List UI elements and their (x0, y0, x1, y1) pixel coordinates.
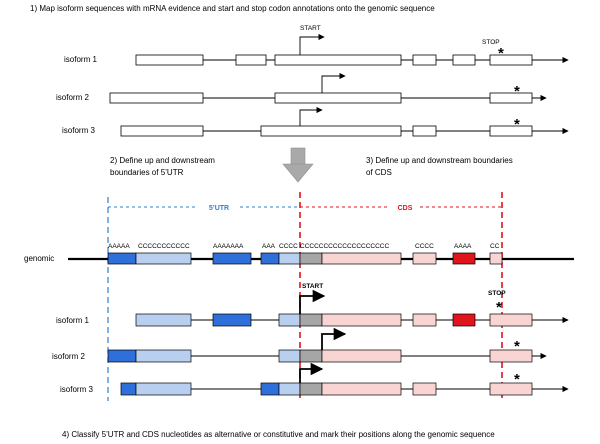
bottom-isoform-2-exon-2a (278, 349, 301, 363)
step-1-text: 1) Map isoform sequences with mRNA evide… (30, 4, 435, 13)
top-isoform-1-exon-6 (489, 54, 533, 66)
top-isoform-3-start-arrow (299, 106, 323, 126)
bottom-isoform-3-exon-1b (135, 382, 192, 396)
bottom-isoform-3-exon-2a (260, 382, 280, 396)
bottom-isoforms: START STOP isoform 1 * isoform 2 * isofo… (52, 283, 569, 396)
bottom-isoform-1-exon-3a (278, 313, 301, 327)
genomic-utr-constitutive-2 (212, 252, 252, 265)
bottom-isoform-2-start-arrow (321, 327, 347, 350)
top-isoform-3-exon-1 (120, 125, 204, 137)
cds-label: CDS (398, 205, 413, 212)
nt-cccc-right: CCCC (415, 243, 434, 250)
bottom-isoform-1-exon-1 (135, 313, 192, 327)
top-isoform-3-exon-3 (412, 125, 437, 137)
nt-cccc-mid: CCCC (279, 243, 298, 250)
top-isoform-2-label: isoform 2 (56, 93, 89, 102)
bottom-isoform-1-stop-star: * (496, 299, 502, 316)
bottom-isoform-3-exon-2b (278, 382, 301, 396)
nt-aaaaa: AAAAA (108, 243, 130, 250)
bottom-isoform-2-exon-2b (299, 349, 323, 363)
genomic-start-region (299, 252, 323, 265)
step-2-text-line-2: boundaries of 5’UTR (110, 168, 184, 177)
top-isoform-2-stop-star: * (514, 83, 520, 100)
bottom-isoform-3-exon-2c (299, 382, 323, 396)
bottom-isoform-3-exon-3 (412, 382, 437, 396)
top-start-label: START (300, 25, 321, 32)
step-4-text: 4) Classify 5’UTR and CDS nucleotides as… (62, 430, 495, 439)
bottom-start-label: START (302, 283, 323, 290)
bottom-isoform-3-exon-4 (489, 382, 533, 396)
top-isoforms: isoform 1 START STOP * isoform 2 * isofo… (56, 25, 569, 137)
bottom-isoform-1-exon-3c (321, 313, 402, 327)
nt-cccc-cds: CCCCCCCCCCCCCCCCCCC (300, 243, 389, 250)
top-isoform-1-exon-1 (135, 54, 204, 66)
genomic-utr-constitutive-1 (107, 252, 137, 265)
nt-aaaaaaa: AAAAAAA (213, 243, 244, 250)
bottom-isoform-2-label: isoform 2 (52, 352, 85, 361)
step-2-text-line-1: 2) Define up and downstream (110, 156, 215, 165)
top-isoform-1-exon-2 (235, 54, 267, 66)
top-isoform-2-start-arrow (321, 72, 346, 93)
genomic-utr-alternative-2 (278, 252, 301, 265)
top-isoform-1-exon-5 (452, 54, 476, 66)
top-isoform-2-exon-3 (489, 92, 533, 104)
top-isoform-1-exon-4 (412, 54, 437, 66)
bottom-stop-label: STOP (488, 290, 506, 297)
genomic-utr-alternative-1 (135, 252, 192, 265)
utr-label: 5’UTR (209, 205, 229, 212)
step-3-text-line-1: 3) Define up and downstream boundaries (366, 156, 513, 165)
top-isoform-2-exon-1 (109, 92, 204, 104)
top-isoform-1-stop-star: * (498, 45, 504, 62)
nt-cc-end: CC (490, 243, 500, 250)
top-isoform-1-exon-3 (274, 54, 402, 66)
top-start-arrow (299, 33, 325, 55)
top-isoform-1-label: isoform 1 (64, 55, 97, 64)
down-arrow (282, 147, 314, 183)
bottom-isoform-1-exon-2 (212, 313, 252, 327)
bottom-isoform-3-stop-star: * (514, 371, 520, 388)
top-isoform-2-exon-2 (274, 92, 402, 104)
top-isoform-3-exon-2 (260, 125, 402, 137)
nt-aaa: AAA (262, 243, 276, 250)
bottom-isoform-2-exon-3 (489, 349, 533, 363)
nt-cccc-long: CCCCCCCCCCC (138, 243, 190, 250)
top-isoform-3-stop-star: * (514, 116, 520, 133)
genomic-cds-alternative-3 (489, 252, 503, 265)
bottom-isoform-1-label: isoform 1 (56, 316, 89, 325)
bottom-isoform-1-exon-5 (452, 313, 476, 327)
genomic-cds-alternative-2 (412, 252, 437, 265)
bottom-isoform-3-exon-1a (120, 382, 137, 396)
step-3-text-line-2: of CDS (366, 168, 392, 177)
bottom-isoform-1-exon-6 (489, 313, 533, 327)
top-isoform-3-exon-4 (489, 125, 533, 137)
top-stop-label: STOP (482, 39, 500, 46)
nt-aaaa-red: AAAA (454, 243, 472, 250)
bottom-isoform-2-exon-1b (135, 349, 192, 363)
bottom-isoform-3-label: isoform 3 (60, 385, 93, 394)
bottom-isoform-1-exon-4 (412, 313, 437, 327)
genomic-row: genomic AAAAA CCCCCCCCCCC AAAAAAA AAA CC… (24, 243, 574, 265)
bottom-isoform-3-start-arrow (299, 362, 324, 383)
top-isoform-3-label: isoform 3 (62, 126, 95, 135)
bottom-isoform-2-stop-star: * (514, 338, 520, 355)
genomic-cds-constitutive (452, 252, 476, 265)
bottom-isoform-1-exon-3b (299, 313, 323, 327)
genomic-cds-alternative-1 (321, 252, 402, 265)
genomic-label: genomic (24, 254, 54, 263)
bottom-isoform-3-exon-2d (321, 382, 402, 396)
bottom-isoform-2-exon-1a (107, 349, 137, 363)
genomic-utr-constitutive-3 (260, 252, 280, 265)
bottom-isoform-2-exon-2c (321, 349, 402, 363)
bottom-isoform-1-start-arrow (299, 289, 326, 314)
